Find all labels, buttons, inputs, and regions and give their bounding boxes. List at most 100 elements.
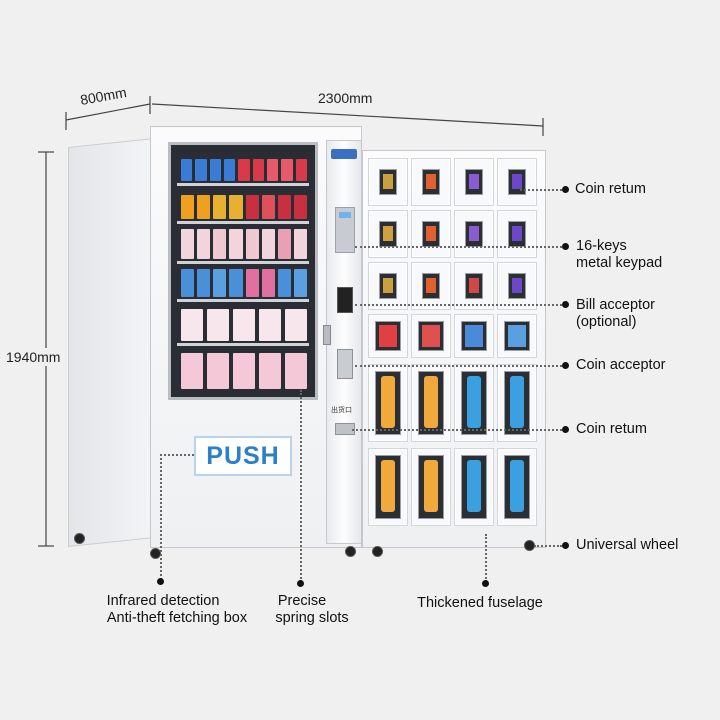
product xyxy=(207,353,229,389)
locker-window xyxy=(508,273,526,299)
callout-line xyxy=(355,246,562,248)
callout-coin-acceptor: Coin acceptor xyxy=(576,357,666,373)
callout-line xyxy=(534,545,562,547)
product-window xyxy=(168,142,318,400)
callout-dot xyxy=(562,243,569,250)
callout-coin-return-bottom: Coin retum xyxy=(576,421,647,437)
locker-window xyxy=(461,321,487,351)
product xyxy=(229,229,243,259)
locker-cell[interactable] xyxy=(454,210,494,258)
product xyxy=(293,229,307,259)
callout-coin-return-top: Coin retum xyxy=(575,181,646,197)
product xyxy=(181,159,193,181)
product xyxy=(181,269,195,297)
callout-keypad-line2: metal keypad xyxy=(576,255,663,271)
product-row xyxy=(181,309,307,341)
bill-acceptor[interactable] xyxy=(337,287,353,313)
product xyxy=(238,159,250,181)
product xyxy=(281,159,293,181)
locker-cell[interactable] xyxy=(368,448,408,526)
keypad[interactable] xyxy=(335,207,355,253)
locker-window xyxy=(375,455,401,519)
locker-cell[interactable] xyxy=(497,210,537,258)
product xyxy=(197,195,211,219)
locker-cell[interactable] xyxy=(368,314,408,358)
locker-window xyxy=(504,321,530,351)
callout-line xyxy=(355,365,562,367)
coin-acceptor[interactable] xyxy=(337,349,353,379)
locker-window xyxy=(504,455,530,519)
label-infrared-line2: Anti-theft fetching box xyxy=(106,610,248,626)
product xyxy=(261,195,275,219)
product xyxy=(229,195,243,219)
locker-cell[interactable] xyxy=(411,262,451,310)
locker-cell[interactable] xyxy=(497,448,537,526)
door-lock[interactable] xyxy=(323,325,331,345)
product xyxy=(233,353,255,389)
locker-cell[interactable] xyxy=(411,314,451,358)
locker-cell[interactable] xyxy=(368,158,408,206)
product xyxy=(213,269,227,297)
callout-line xyxy=(355,304,562,306)
wheel xyxy=(74,533,85,544)
locker-cell[interactable] xyxy=(411,158,451,206)
locker-cell[interactable] xyxy=(454,262,494,310)
product xyxy=(285,309,307,341)
locker-window xyxy=(461,455,487,519)
locker-cell[interactable] xyxy=(368,262,408,310)
shelf xyxy=(177,261,309,264)
callout-line xyxy=(352,429,562,431)
product xyxy=(213,229,227,259)
callout-line xyxy=(160,454,194,456)
locker-cell[interactable] xyxy=(454,448,494,526)
locker-window xyxy=(422,273,440,299)
callout-line xyxy=(520,189,562,191)
product-row xyxy=(181,195,307,219)
locker-cell[interactable] xyxy=(411,448,451,526)
locker-window xyxy=(465,273,483,299)
product xyxy=(259,309,281,341)
locker-cell[interactable] xyxy=(454,158,494,206)
product xyxy=(207,309,229,341)
callout-dot xyxy=(562,186,569,193)
product xyxy=(245,229,259,259)
keypad-screen xyxy=(339,212,351,218)
locker-cell[interactable] xyxy=(454,314,494,358)
callout-line xyxy=(300,390,302,582)
callout-universal-wheel: Universal wheel xyxy=(576,537,679,553)
product xyxy=(197,269,211,297)
side-panel xyxy=(68,138,154,548)
product xyxy=(293,195,307,219)
push-door[interactable]: PUSH xyxy=(194,436,292,476)
callout-keypad-line1: 16-keys xyxy=(576,238,627,254)
locker-cell[interactable] xyxy=(411,210,451,258)
product-row xyxy=(181,229,307,259)
product xyxy=(181,195,195,219)
product xyxy=(223,159,236,181)
shelf xyxy=(177,343,309,346)
product xyxy=(266,159,279,181)
callout-dot xyxy=(297,580,304,587)
product xyxy=(259,353,281,389)
width-label: 2300mm xyxy=(318,90,373,106)
callout-dot xyxy=(562,426,569,433)
product xyxy=(245,195,259,219)
product xyxy=(285,353,307,389)
label-spring-line1: Precise xyxy=(277,593,327,609)
product xyxy=(233,309,255,341)
locker-window xyxy=(418,371,444,435)
product xyxy=(181,353,203,389)
locker-window xyxy=(508,221,526,247)
locker-cell[interactable] xyxy=(497,262,537,310)
locker-cell[interactable] xyxy=(368,210,408,258)
product xyxy=(261,269,275,297)
locker-cell[interactable] xyxy=(497,314,537,358)
shelf xyxy=(177,183,309,186)
locker-window xyxy=(375,321,401,351)
locker-cell[interactable] xyxy=(497,158,537,206)
product xyxy=(209,159,221,181)
locker-window xyxy=(465,169,483,195)
callout-dot xyxy=(157,578,164,585)
shelf xyxy=(177,299,309,302)
product xyxy=(252,159,264,181)
